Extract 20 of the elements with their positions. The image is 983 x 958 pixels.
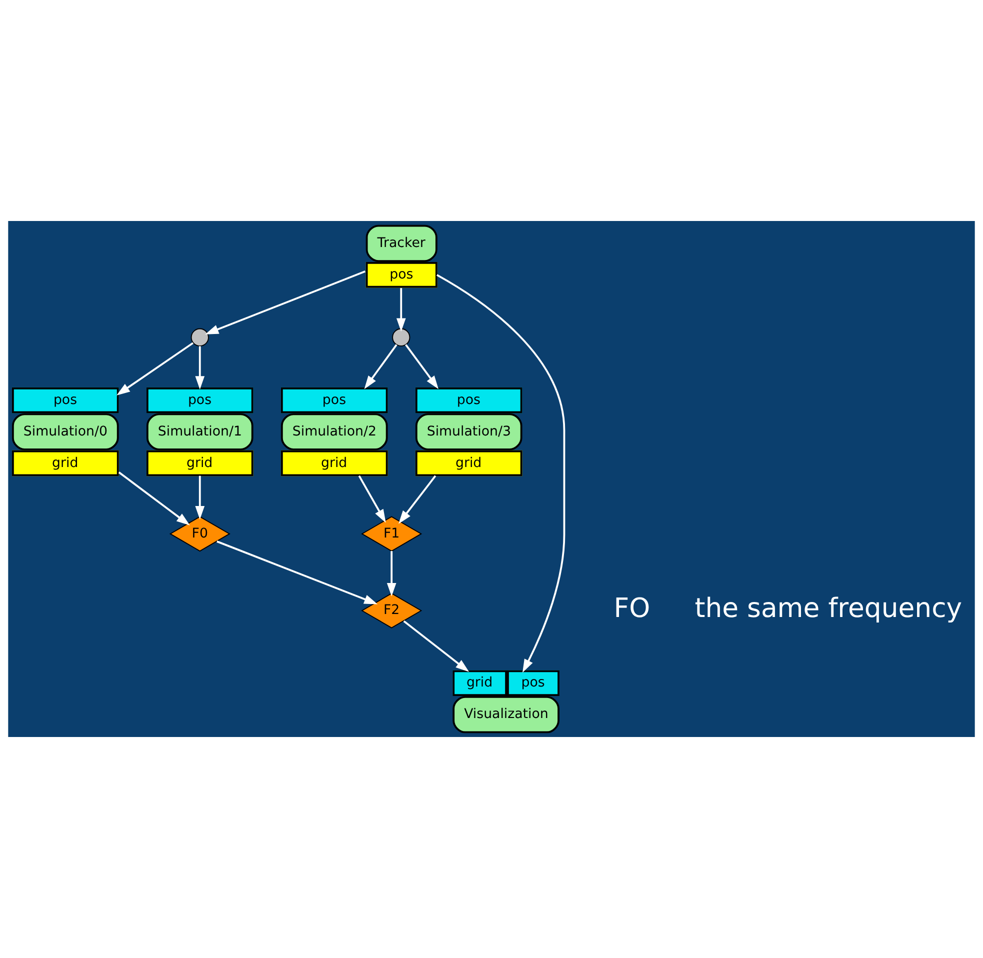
arrow: [358, 475, 386, 523]
label: the same frequency: [694, 593, 962, 624]
arrow: [398, 475, 436, 524]
node-circle: [190, 328, 209, 346]
node-diamond: F0: [169, 516, 230, 552]
label: FO: [614, 593, 650, 624]
arrow: [216, 540, 378, 604]
arrow: [195, 476, 205, 520]
arrow: [205, 270, 366, 334]
arrow: [195, 346, 205, 390]
arrow: [405, 344, 438, 390]
arrow: [118, 472, 190, 526]
arrow: [386, 551, 396, 596]
arrow: [364, 344, 398, 390]
arrow: [403, 620, 470, 672]
arrow: [396, 288, 406, 332]
node-diamond: F1: [361, 516, 422, 552]
node-circle: [392, 328, 410, 346]
arrow: [436, 274, 566, 673]
arrow: [116, 342, 194, 396]
